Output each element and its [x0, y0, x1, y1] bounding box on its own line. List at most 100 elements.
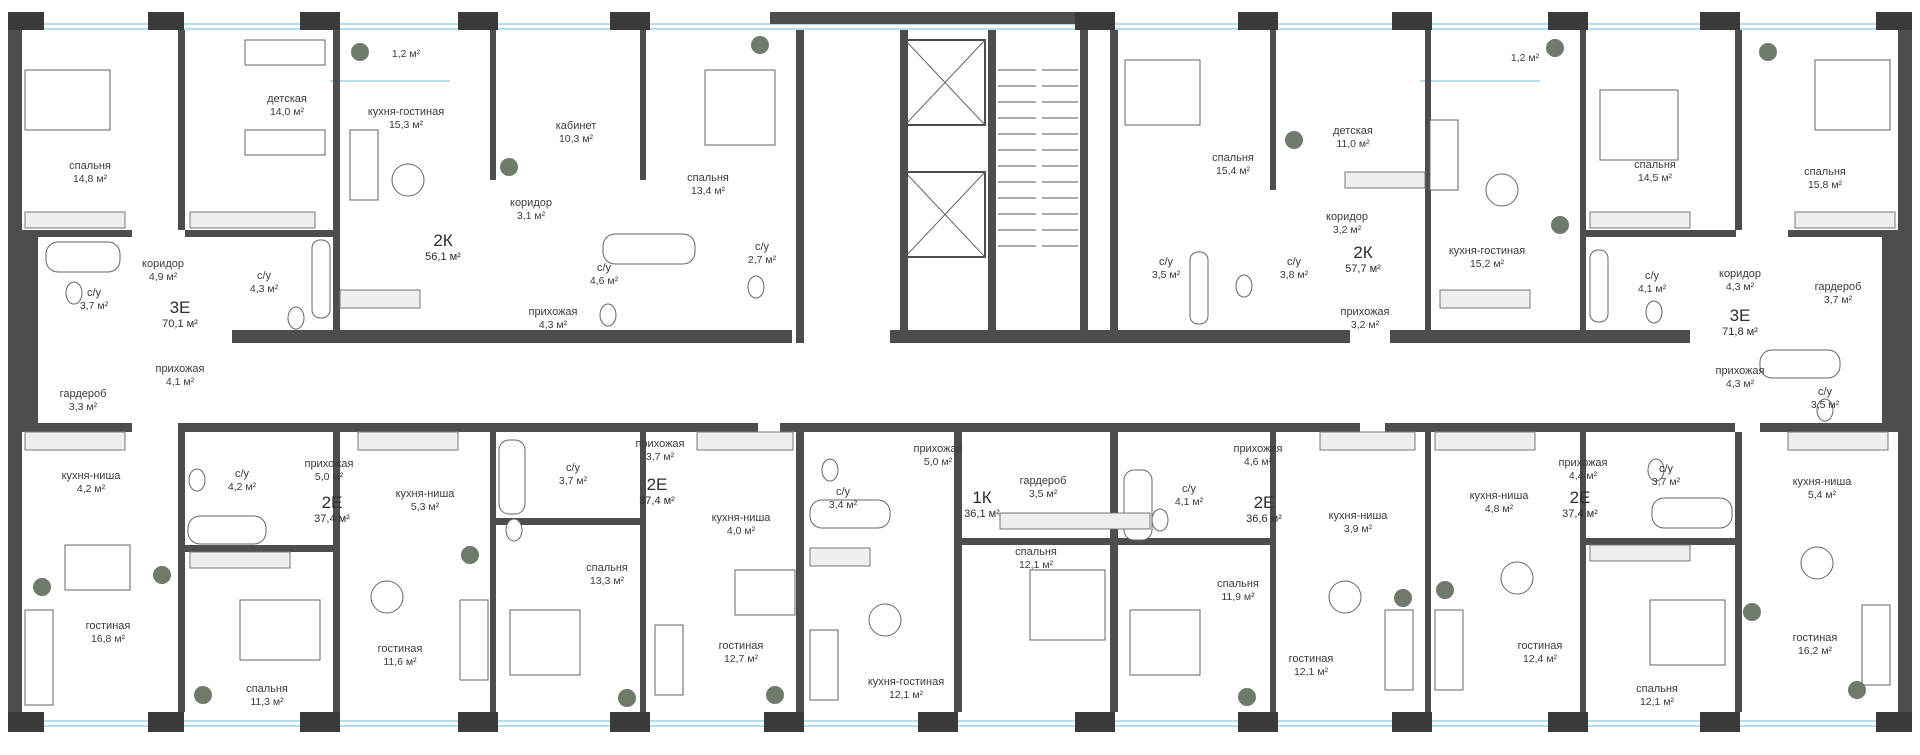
room-area: 4,1 м² — [1174, 496, 1204, 508]
room-name: прихожая — [528, 306, 578, 318]
room-area: 12,4 м² — [1522, 653, 1558, 665]
room-name: кухня-гостиная — [867, 676, 945, 688]
room-area: 4,3 м² — [249, 283, 279, 295]
room-name: гостиная — [1517, 640, 1563, 652]
room-area: 13,3 м² — [589, 575, 625, 587]
plants — [33, 36, 1866, 707]
room-name: гостиная — [718, 640, 764, 652]
room-name: с/у — [86, 287, 102, 299]
room-name: кухня-ниша — [1328, 510, 1388, 522]
room-area: 4,6 м² — [1243, 456, 1273, 468]
room-area: 4,2 м² — [227, 481, 257, 493]
unit-type: 3Е — [169, 298, 191, 317]
room-area: 11,9 м² — [1221, 591, 1255, 603]
room-name: гостиная — [85, 620, 131, 632]
room-area: 12,1 м² — [1293, 666, 1329, 678]
unit-type: 2К — [1353, 243, 1373, 262]
sofas — [24, 119, 1891, 706]
room-name: кухня-ниша — [1792, 476, 1852, 488]
room-area: 12,1 м² — [888, 689, 924, 701]
room-name: гардероб — [59, 388, 107, 400]
room-name: спальня — [1015, 546, 1057, 558]
room-name: кабинет — [555, 120, 597, 132]
room-area: 4,6 м² — [589, 275, 619, 287]
unit-type: 2Е — [1253, 493, 1275, 512]
room-name: кухня-ниша — [395, 488, 455, 500]
room-name: с/у — [596, 262, 612, 274]
room-name: с/у — [1158, 256, 1174, 268]
room-area: 3,3 м² — [68, 401, 98, 413]
room-name: прихожая — [155, 363, 205, 375]
room-area: 3,7 м² — [1823, 294, 1853, 306]
room-area: 3,7 м² — [1651, 476, 1681, 488]
unit-area: 37,4 м² — [314, 513, 350, 525]
room-name: с/у — [256, 270, 272, 282]
room-name: кухня-ниша — [711, 512, 771, 524]
room-name: с/у — [1817, 386, 1833, 398]
room-area: 5,0 м² — [314, 471, 344, 483]
room-name: прихожая — [1340, 306, 1390, 318]
room-area: 14,0 м² — [269, 106, 305, 118]
room-name: гостиная — [1792, 632, 1838, 644]
room-name: прихожая — [1233, 443, 1283, 455]
unit-area: 57,7 м² — [1345, 263, 1381, 275]
bathroom-fixtures — [45, 233, 1841, 545]
room-name: кухня-гостиная — [1448, 245, 1526, 257]
room-name: гостиная — [377, 643, 423, 655]
room-area: 4,3 м² — [1725, 281, 1755, 293]
room-area: 4,2 м² — [76, 483, 106, 495]
room-name: коридор — [510, 197, 552, 209]
unit-area: 56,1 м² — [425, 251, 461, 263]
room-name: гардероб — [1814, 281, 1862, 293]
room-area: 4,3 м² — [1725, 378, 1755, 390]
stair-lift-core — [900, 30, 1088, 330]
room-area: 15,8 м² — [1807, 179, 1843, 191]
room-area: 14,5 м² — [1637, 172, 1673, 184]
beds — [24, 39, 1891, 676]
room-area: 4,9 м² — [148, 271, 178, 283]
room-name: гардероб — [1019, 475, 1067, 487]
unit-type: 1К — [972, 488, 992, 507]
room-name: прихожая — [1558, 457, 1608, 469]
room-area: 3,7 м² — [645, 451, 675, 463]
room-area: 10,3 м² — [558, 133, 594, 145]
room-name: прихожая — [913, 443, 963, 455]
room-area: 5,4 м² — [1807, 489, 1837, 501]
room-name: с/у — [1658, 463, 1674, 475]
room-area: 4,1 м² — [1637, 283, 1667, 295]
room-area: 4,4 м² — [1568, 470, 1598, 482]
room-label: 1,2 м² — [1511, 52, 1539, 65]
wardrobes — [24, 171, 1896, 569]
